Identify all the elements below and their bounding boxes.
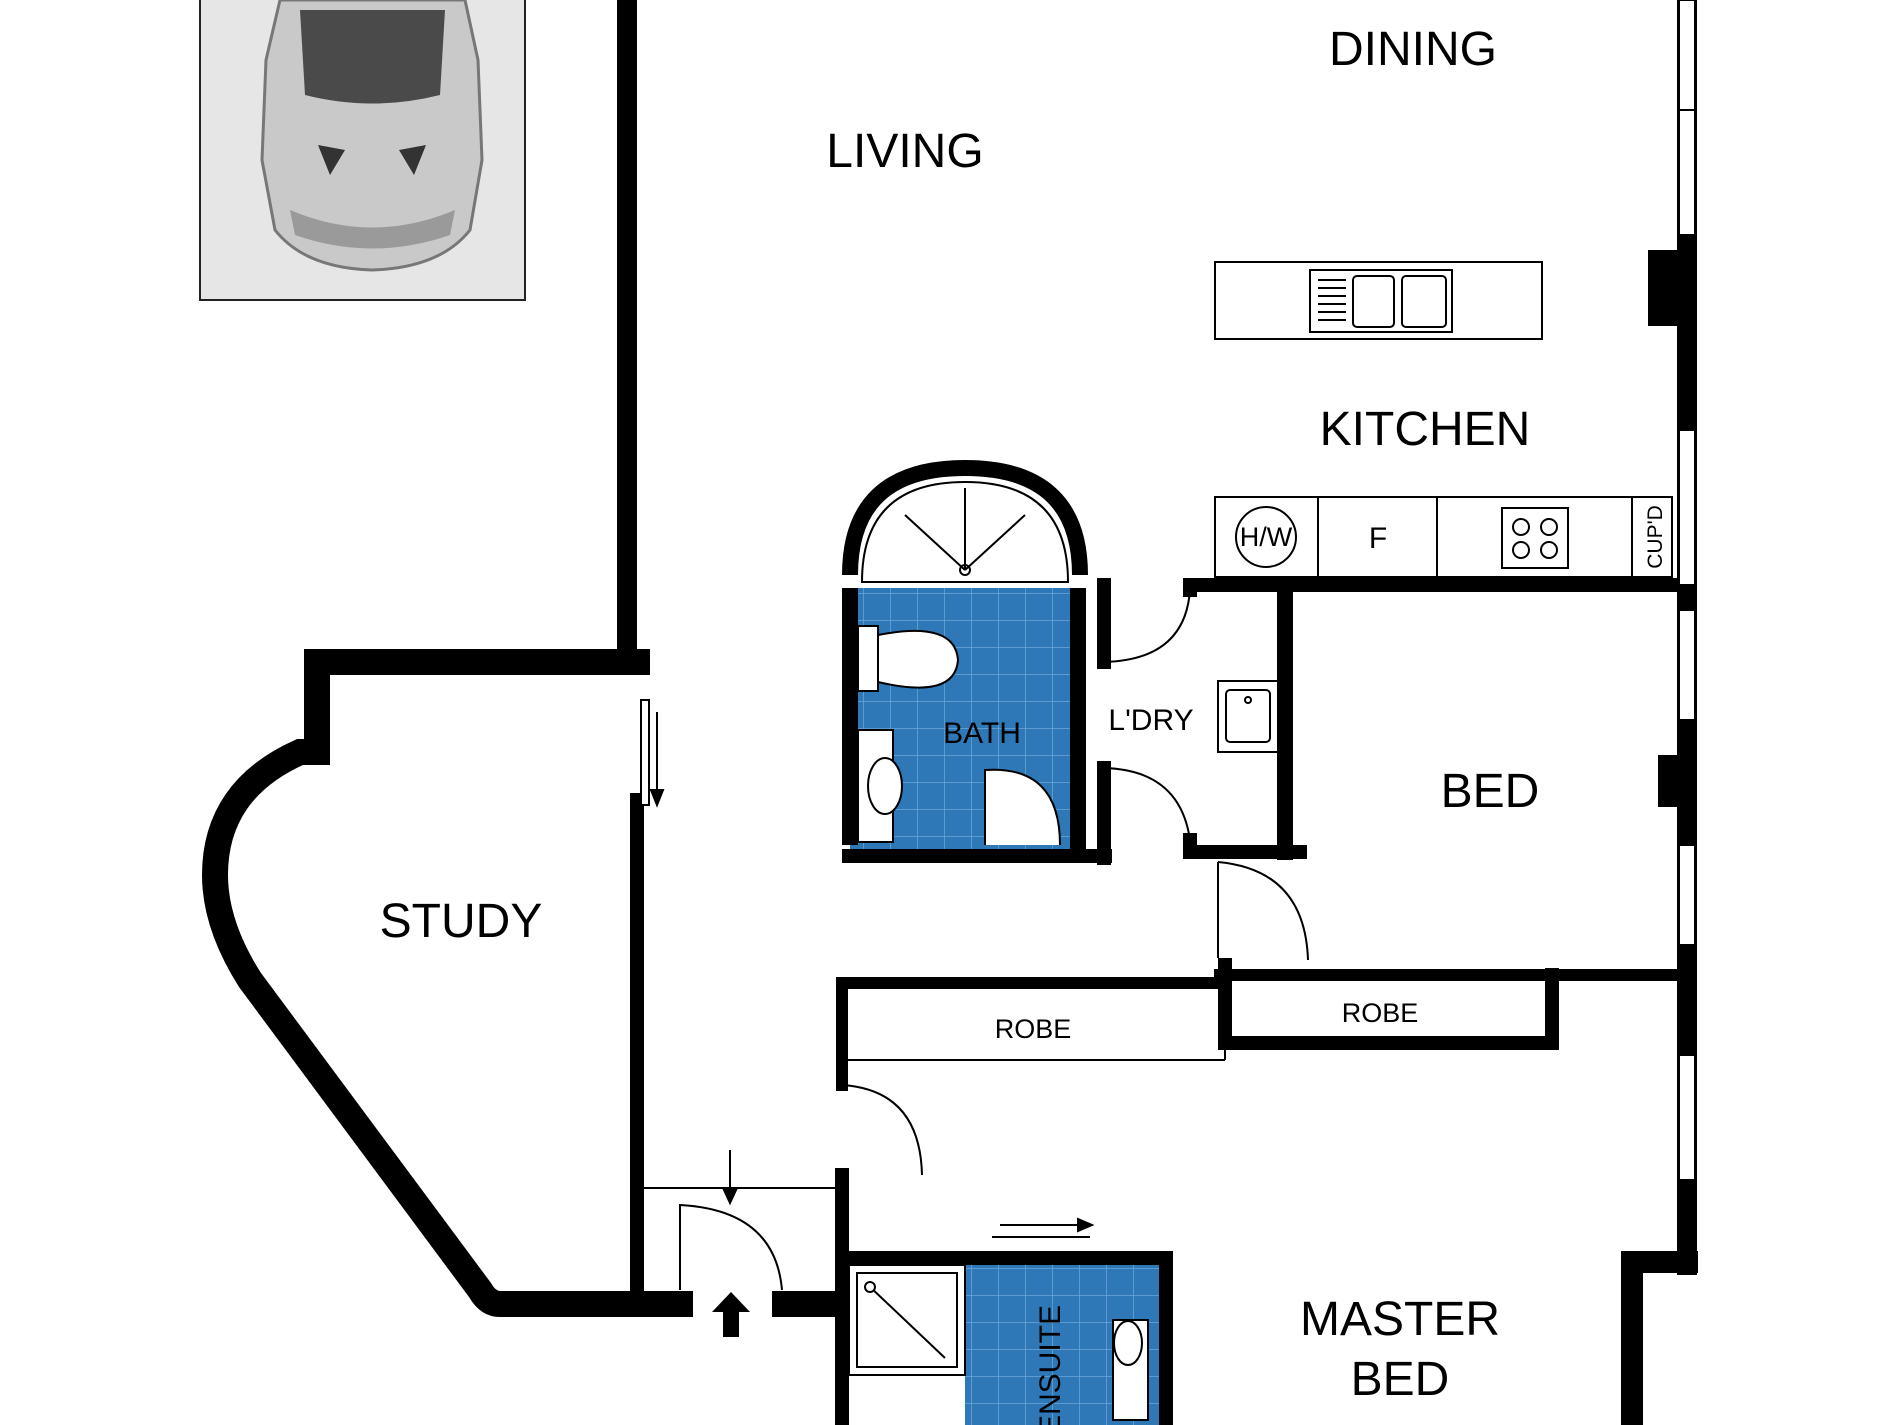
kitchen-island <box>1214 261 1543 340</box>
car-space <box>199 0 526 301</box>
hot-water-label: H/W <box>1240 522 1293 552</box>
bath-label: BATH <box>943 717 1021 750</box>
windows <box>1678 0 1696 1181</box>
basin-icon <box>857 729 903 843</box>
robe-left-label: ROBE <box>995 1014 1072 1044</box>
laundry-tub-icon <box>1217 680 1279 753</box>
study-label: STUDY <box>380 895 543 948</box>
bath-door <box>984 768 1061 846</box>
ensuite-label: ENSUITE <box>1034 1305 1067 1425</box>
doors <box>640 589 1309 1291</box>
fridge-label: F <box>1369 522 1387 555</box>
ensuite-basin-icon <box>1112 1319 1149 1421</box>
hot-water-icon <box>1235 506 1297 568</box>
kitchen-label: KITCHEN <box>1320 403 1531 456</box>
cooktop-icon <box>1501 507 1569 569</box>
master-bed-label-line1: MASTER <box>1300 1293 1500 1346</box>
dining-label: DINING <box>1329 23 1497 76</box>
bed-label: BED <box>1441 765 1540 818</box>
toilet-icon <box>857 625 960 692</box>
car-icon <box>260 0 484 272</box>
ensuite <box>848 1264 1159 1425</box>
room-labels: DINING LIVING KITCHEN BATH L'DRY BED STU… <box>380 23 1540 1425</box>
shower-icon <box>860 480 1070 583</box>
fixture-labels: H/W F CUP'D <box>1240 505 1667 569</box>
living-label: LIVING <box>826 125 983 178</box>
walls <box>201 0 1698 1425</box>
columns <box>1648 250 1680 807</box>
cupboard-label: CUP'D <box>1644 505 1667 569</box>
kitchen-bench <box>1214 496 1673 578</box>
robe-right-label: ROBE <box>1342 998 1419 1028</box>
master-bed-label-line2: BED <box>1351 1353 1450 1406</box>
bathroom <box>842 459 1112 863</box>
entry-arrow-icon <box>712 1292 750 1337</box>
thin-walls <box>637 1043 1226 1189</box>
laundry-label: L'DRY <box>1108 704 1193 737</box>
